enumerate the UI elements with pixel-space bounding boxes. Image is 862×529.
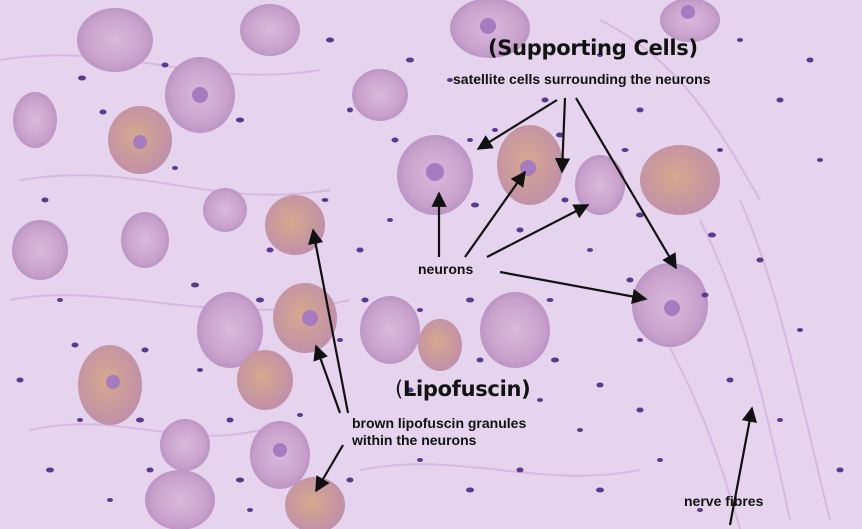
neuron <box>197 292 263 368</box>
lipofuscin-title-rest: Lipofuscin) <box>402 377 531 401</box>
neuron <box>160 419 210 471</box>
neuron <box>240 4 300 56</box>
supporting-cells-title: (Supporting Cells) <box>488 36 698 60</box>
neuron <box>575 155 625 215</box>
neuron <box>77 8 153 72</box>
neuron <box>12 220 68 280</box>
lipofuscin-caption: brown lipofuscin granules within the neu… <box>352 415 526 449</box>
neurons-label: neurons <box>418 261 474 277</box>
arrow-lipofuscin-1 <box>308 228 350 414</box>
lipofuscin-title-open: ( <box>395 377 403 401</box>
supporting-cells-caption: satellite cells surrounding the neurons <box>453 71 711 87</box>
neuron <box>121 212 169 268</box>
satellite-cell-nuclei <box>16 37 844 512</box>
lipofuscin-caption-line1: brown lipofuscin granules <box>352 415 527 431</box>
neuron <box>480 292 550 368</box>
arrow-satellite-3 <box>575 97 677 270</box>
arrow-neuron-2 <box>464 170 526 258</box>
neuron <box>352 69 408 121</box>
lipofuscin-caption-line2: within the neurons <box>352 432 477 448</box>
arrow-lipofuscin-2 <box>313 344 342 414</box>
neuron-lipofuscin <box>418 319 462 371</box>
neurons-layer <box>12 0 720 529</box>
annotation-arrows <box>308 97 758 526</box>
arrow-satellite-2 <box>554 97 571 174</box>
arrow-neuron-3 <box>486 204 590 258</box>
arrow-neuron-4 <box>499 270 648 305</box>
neuron <box>145 470 215 529</box>
arrow-lipofuscin-3 <box>315 444 344 493</box>
neuron <box>360 296 420 364</box>
arrow-satellite-1 <box>476 99 558 150</box>
lipofuscin-title: (Lipofuscin) <box>395 377 531 401</box>
neuron <box>203 188 247 232</box>
connective-tissue <box>0 19 831 529</box>
nerve-fibres-label: nerve fibres <box>684 493 764 509</box>
neuron <box>660 0 720 42</box>
neuron-lipofuscin <box>285 477 345 529</box>
neuron <box>13 92 57 148</box>
neuron-lipofuscin <box>237 350 293 410</box>
arrow-nerve-fibres <box>728 406 758 526</box>
neuron-lipofuscin <box>640 145 720 215</box>
